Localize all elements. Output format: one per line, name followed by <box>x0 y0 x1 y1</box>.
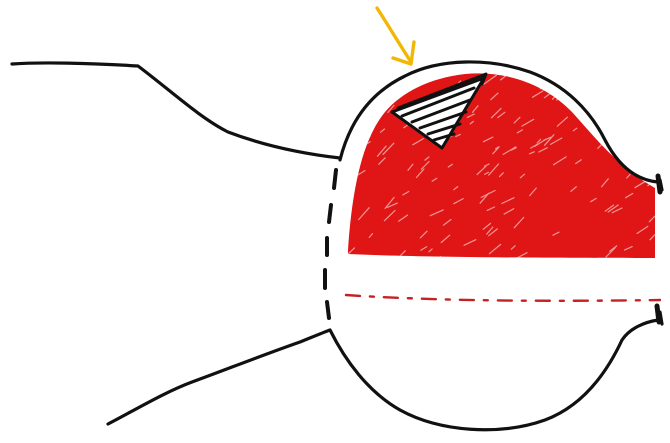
tube-upper-line <box>12 63 340 158</box>
texture-stroke <box>363 113 371 119</box>
texture-stroke <box>557 94 566 101</box>
texture-stroke <box>644 65 650 70</box>
texture-stroke <box>647 165 650 168</box>
texture-stroke <box>438 257 441 260</box>
texture-stroke <box>345 155 351 163</box>
texture-stroke <box>567 69 571 73</box>
texture-stroke <box>644 120 656 128</box>
texture-stroke <box>551 68 554 71</box>
texture-stroke <box>398 65 411 71</box>
right-stub-top <box>658 176 660 192</box>
dashed-red-line <box>346 295 660 301</box>
texture-stroke <box>449 73 453 75</box>
pointer-arrow <box>377 8 414 64</box>
texture-stroke <box>365 133 370 138</box>
texture-stroke <box>387 67 399 73</box>
red-filled-region <box>348 73 655 258</box>
texture-stroke <box>540 86 544 89</box>
texture-stroke <box>618 145 626 149</box>
texture-stroke <box>594 91 598 96</box>
texture-stroke <box>349 113 353 117</box>
texture-stroke <box>553 91 561 100</box>
texture-stroke <box>361 136 370 140</box>
texture-stroke <box>646 126 653 132</box>
texture-stroke <box>625 131 630 136</box>
dashed-boundary-left <box>325 170 336 318</box>
texture-stroke <box>361 134 368 137</box>
tube-lower-line <box>108 330 330 424</box>
bulb-outline-bottom <box>330 312 662 430</box>
texture-stroke <box>607 99 613 104</box>
texture-stroke <box>353 93 364 100</box>
right-stub-bottom <box>657 306 659 322</box>
